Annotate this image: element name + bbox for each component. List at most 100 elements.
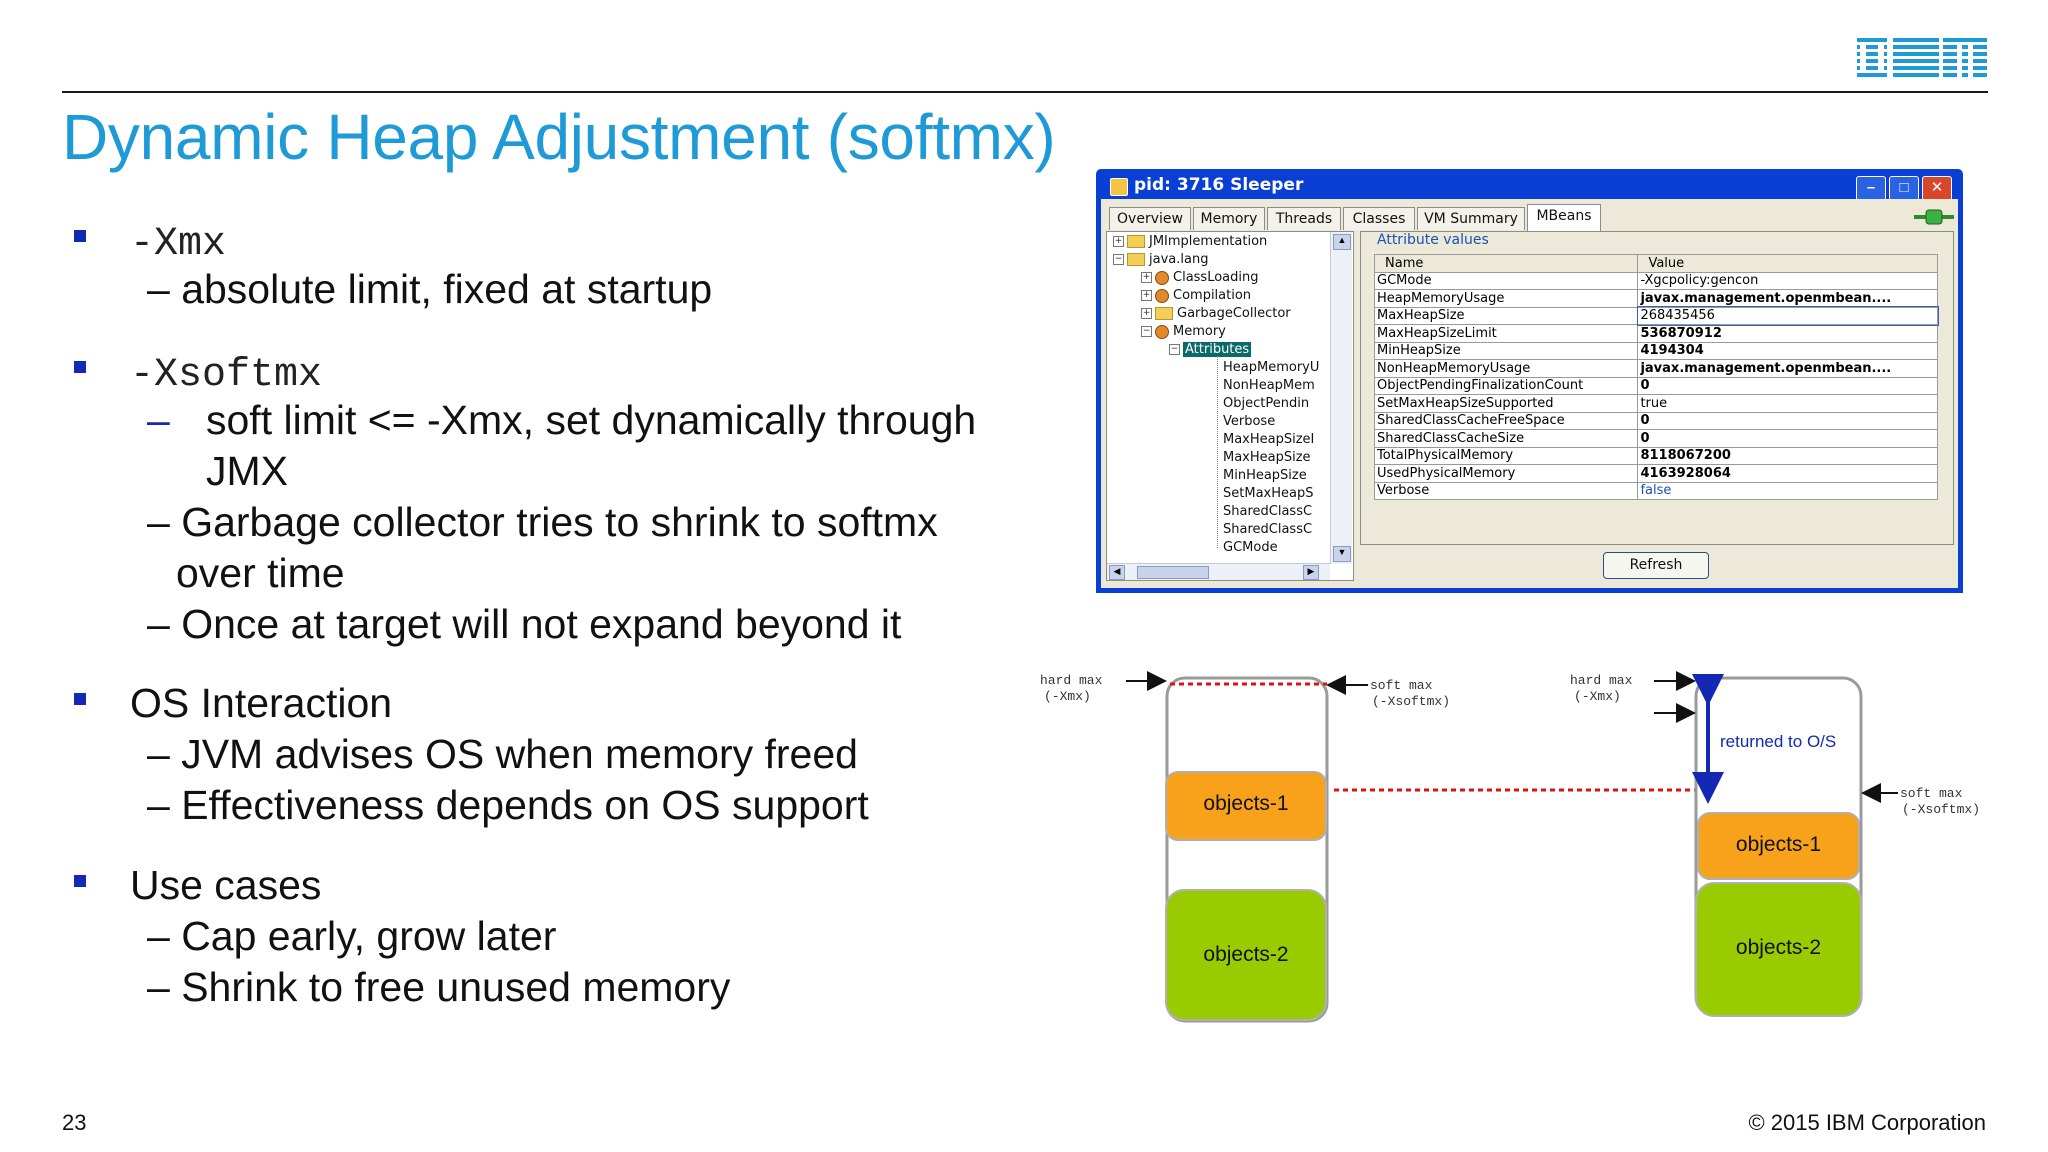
xsoftmx-label: (-Xsoftmx) [1902,802,1981,817]
tab-memory[interactable]: Memory [1193,207,1265,230]
sub-bullet: – Garbage collector tries to shrink to s… [147,499,938,545]
tree-vertical-scrollbar[interactable]: ▲ ▼ [1330,232,1352,564]
scroll-down-icon[interactable]: ▼ [1333,546,1351,562]
tree-leaf[interactable]: SharedClassC [1223,504,1313,519]
tree-node[interactable]: +GarbageCollector [1141,306,1291,321]
attr-name: ObjectPendingFinalizationCount [1373,376,1639,395]
close-button[interactable]: ✕ [1922,176,1952,201]
tree-leaf[interactable]: Verbose [1223,414,1276,429]
attr-value: true [1637,394,1938,413]
tree-node[interactable]: −java.lang [1113,252,1209,267]
tree-node[interactable]: +Compilation [1141,288,1252,303]
scroll-right-icon[interactable]: ▶ [1303,565,1319,580]
slide-title: Dynamic Heap Adjustment (softmx) [62,101,1056,173]
attr-name: TotalPhysicalMemory [1373,446,1639,465]
attr-name: MaxHeapSize [1373,306,1639,325]
bullet-marker [74,693,86,705]
sub-bullet: – Once at target will not expand beyond … [147,601,902,647]
tree-leaf[interactable]: MinHeapSize [1223,468,1307,483]
attr-value[interactable]: javax.management.openmbean.... [1637,359,1938,378]
scroll-up-icon[interactable]: ▲ [1333,234,1351,250]
tree-horizontal-scrollbar[interactable]: ◀ ▶ [1107,563,1330,580]
scroll-left-icon[interactable]: ◀ [1109,565,1125,580]
tree-node[interactable]: +ClassLoading [1141,270,1259,285]
tab-classes[interactable]: Classes [1343,207,1415,230]
tab-vm-summary[interactable]: VM Summary [1417,207,1525,230]
sub-bullet: – JVM advises OS when memory freed [147,731,858,777]
tree-leaf[interactable]: SetMaxHeapS [1223,486,1314,501]
attr-name: SetMaxHeapSizeSupported [1373,394,1639,413]
objects1-block-right [1697,812,1860,880]
tab-overview[interactable]: Overview [1109,207,1191,230]
objects2-label-left: objects-2 [1203,943,1289,966]
tree-leaf[interactable]: ObjectPendin [1223,396,1310,411]
table-row[interactable]: GCMode-Xgcpolicy:gencon [1373,271,1938,290]
bullet-os-interaction: OS Interaction [130,680,393,726]
tree-leaf[interactable]: GCMode [1223,540,1278,555]
tree-leaf[interactable]: MaxHeapSizeI [1223,432,1315,447]
xmx-label: (-Xmx) [1044,689,1091,704]
window-title: pid: 3716 Sleeper [1134,175,1304,195]
column-header-value[interactable]: Value [1637,254,1938,273]
soft-max-label: soft max [1900,786,1963,801]
ibm-logo [1857,38,1987,80]
tab-mbeans[interactable]: MBeans [1527,204,1601,231]
attr-name: NonHeapMemoryUsage [1373,359,1639,378]
tree-node[interactable]: +JMImplementation [1113,234,1268,249]
bullet-use-cases: Use cases [130,862,322,908]
objects1-label-right: objects-1 [1735,833,1822,856]
attr-value: -Xgcpolicy:gencon [1637,271,1938,290]
tree-leaf[interactable]: NonHeapMem [1223,378,1315,393]
objects2-block-right [1695,882,1862,1017]
tree-node-selected[interactable]: −Attributes [1169,342,1252,357]
attr-name: GCMode [1373,271,1639,290]
maximize-button[interactable]: □ [1889,176,1919,201]
minimize-button[interactable]: – [1856,176,1886,201]
sub-bullet: – Cap early, grow later [147,913,557,959]
column-header-name[interactable]: Name [1373,254,1639,273]
objects2-block-left [1165,889,1327,1021]
objects1-label-left: objects-1 [1203,792,1289,815]
sub-bullet: – Effectiveness depends on OS support [147,782,869,828]
attr-value[interactable]: javax.management.openmbean.... [1637,289,1938,308]
tree-node[interactable]: −Memory [1141,324,1226,339]
copyright: © 2015 IBM Corporation [1748,1110,1986,1135]
attr-name: MaxHeapSizeLimit [1373,324,1639,343]
attr-value-editable[interactable]: 268435456 [1636,306,1939,326]
soft-max-label: soft max [1370,678,1433,693]
sub-bullet-cont: JMX [206,448,288,494]
scroll-thumb[interactable] [1137,566,1209,579]
tree-leaf[interactable]: HeapMemoryU [1223,360,1320,375]
tab-threads[interactable]: Threads [1267,207,1341,230]
bullet-xsoftmx: -Xsoftmx [130,353,323,398]
connection-status-icon [1914,209,1954,225]
mbean-tree[interactable]: +JMImplementation −java.lang +ClassLoadi… [1106,231,1354,581]
attr-value: 4163928064 [1637,464,1938,483]
xmx-label: (-Xmx) [1574,689,1621,704]
attr-name: HeapMemoryUsage [1373,289,1639,308]
attr-name: Verbose [1373,481,1639,500]
attr-value: 536870912 [1637,324,1938,343]
tree-leaf[interactable]: SharedClassC [1223,522,1313,537]
attr-name: MinHeapSize [1373,341,1639,360]
refresh-button[interactable]: Refresh [1603,552,1709,579]
sub-bullet: – Shrink to free unused memory [147,964,731,1010]
attr-value-editable[interactable]: false [1637,481,1938,500]
tree-leaf[interactable]: MaxHeapSize [1223,450,1311,465]
attr-name: SharedClassCacheFreeSpace [1373,411,1639,430]
sub-bullet: soft limit <= -Xmx, set dynamically thro… [206,397,977,443]
hard-max-label: hard max [1570,673,1633,688]
sub-bullet: – absolute limit, fixed at startup [147,266,713,312]
